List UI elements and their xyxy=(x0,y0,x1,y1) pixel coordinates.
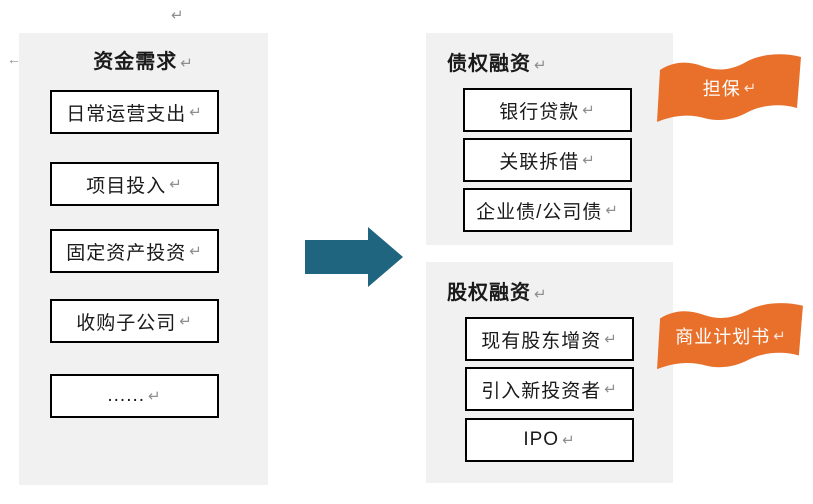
right-block-arrow xyxy=(305,227,403,287)
line-wrap-mark: ← xyxy=(7,51,21,67)
debt-item-box-corporate-bonds: 企业债/公司债↵ xyxy=(463,188,632,232)
paragraph-mark: ↵ xyxy=(148,387,162,405)
need-item-box-project-investment: 项目投入↵ xyxy=(50,162,219,206)
funding-needs-title: 资金需求↵ xyxy=(19,45,268,74)
paragraph-mark: ↵ xyxy=(605,201,619,219)
debt-item-label: 关联拆借 xyxy=(499,151,580,173)
debt-item-label: 企业债/公司债 xyxy=(476,201,603,223)
guarantee-ribbon-label: 担保↵ xyxy=(654,48,806,128)
equity-item-box-shareholder-increase: 现有股东增资↵ xyxy=(465,317,634,361)
equity-item-label: 引入新投资者 xyxy=(481,380,602,402)
equity-financing-title-text: 股权融资 xyxy=(447,282,531,304)
need-item-label: 项目投入 xyxy=(86,175,167,197)
guarantee-ribbon-text: 担保 xyxy=(702,79,741,99)
need-item-label: ...... xyxy=(107,385,146,406)
need-item-box-fixed-assets: 固定资产投资↵ xyxy=(50,229,219,273)
need-item-box-ellipsis: ......↵ xyxy=(50,374,219,418)
wave-flag-shape xyxy=(657,54,801,123)
equity-financing-panel: 股权融资↵ 现有股东增资↵ 引入新投资者↵ IPO↵ xyxy=(426,262,673,483)
paragraph-mark: ↵ xyxy=(604,380,618,398)
paragraph-mark: ↵ xyxy=(582,151,596,169)
funding-needs-title-text: 资金需求 xyxy=(93,51,178,73)
business-plan-ribbon: 商业计划书↵ xyxy=(654,297,808,375)
paragraph-mark: ↵ xyxy=(171,7,184,24)
wave-flag-shape xyxy=(657,303,803,370)
debt-financing-panel: 债权融资↵ 银行贷款↵ 关联拆借↵ 企业债/公司债↵ xyxy=(426,33,673,245)
paragraph-mark: ↵ xyxy=(582,101,596,119)
equity-item-box-ipo: IPO↵ xyxy=(465,418,634,462)
debt-item-box-related-lending: 关联拆借↵ xyxy=(463,138,632,182)
paragraph-mark: ↵ xyxy=(189,242,203,260)
equity-item-label: IPO xyxy=(523,429,560,450)
debt-financing-title: 债权融资↵ xyxy=(447,47,548,76)
need-item-label: 收购子公司 xyxy=(76,312,177,334)
paragraph-mark: ↵ xyxy=(534,286,548,303)
paragraph-mark: ↵ xyxy=(179,312,193,330)
debt-item-label: 银行贷款 xyxy=(499,101,580,123)
equity-item-label: 现有股东增资 xyxy=(481,330,602,352)
equity-item-box-new-investors: 引入新投资者↵ xyxy=(465,367,634,411)
business-plan-ribbon-label: 商业计划书↵ xyxy=(654,297,808,375)
debt-item-box-bank-loan: 银行贷款↵ xyxy=(463,88,632,132)
paragraph-mark: ↵ xyxy=(562,431,576,449)
paragraph-mark: ↵ xyxy=(604,330,618,348)
need-item-box-daily-operating: 日常运营支出↵ xyxy=(50,90,219,134)
debt-financing-title-text: 债权融资 xyxy=(447,53,531,75)
funding-needs-panel: 资金需求↵ 日常运营支出↵ 项目投入↵ 固定资产投资↵ 收购子公司↵ .....… xyxy=(19,33,268,485)
paragraph-mark: ↵ xyxy=(169,175,183,193)
paragraph-mark: ↵ xyxy=(534,57,548,74)
paragraph-mark: ↵ xyxy=(773,327,787,345)
equity-financing-title: 股权融资↵ xyxy=(447,276,548,305)
paragraph-mark: ↵ xyxy=(743,79,758,97)
need-item-label: 固定资产投资 xyxy=(66,242,187,264)
guarantee-ribbon: 担保↵ xyxy=(654,48,806,128)
need-item-label: 日常运营支出 xyxy=(66,103,187,125)
need-item-box-acquire-subsidiary: 收购子公司↵ xyxy=(50,299,219,343)
business-plan-ribbon-text: 商业计划书 xyxy=(675,327,771,347)
paragraph-mark: ↵ xyxy=(189,103,203,121)
paragraph-mark: ↵ xyxy=(180,55,194,72)
